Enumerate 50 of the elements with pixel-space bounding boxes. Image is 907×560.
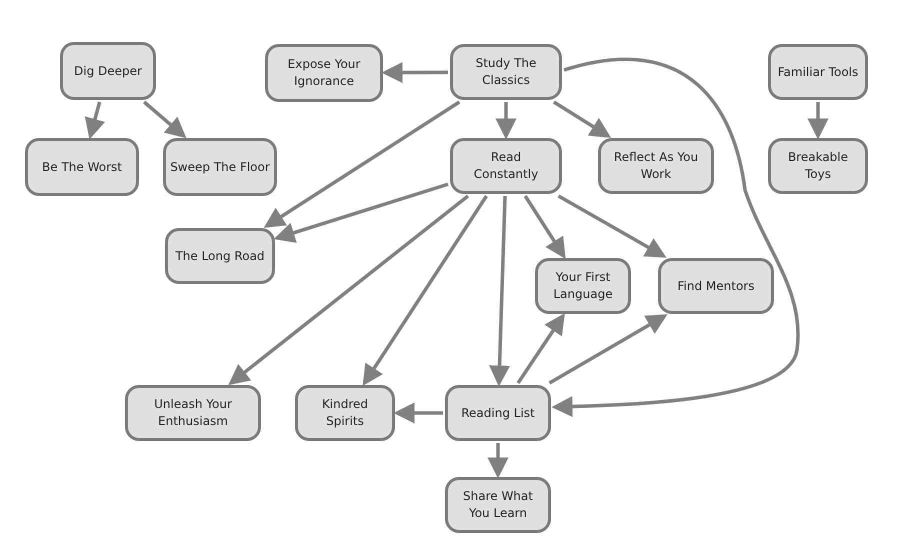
rounded-box	[445, 477, 551, 533]
rounded-box	[768, 138, 868, 194]
rounded-box	[450, 44, 562, 100]
arrow	[84, 102, 106, 140]
node-label: Reading List	[461, 404, 535, 422]
rounded-box	[598, 138, 714, 194]
node-label: Unleash Your Enthusiasm	[153, 396, 233, 430]
node-label: Be The Worst	[42, 158, 122, 176]
node-label: Share What You Learn	[462, 488, 534, 522]
arrow	[548, 314, 668, 385]
arrow	[524, 195, 566, 259]
arrow	[496, 102, 516, 140]
arrow	[488, 443, 508, 478]
node-label: Dig Deeper	[74, 62, 142, 80]
rounded-box	[60, 42, 156, 100]
node-label: Study The Classics	[474, 55, 538, 89]
rounded-box	[265, 44, 383, 102]
arrow	[489, 196, 510, 386]
arrow	[143, 100, 186, 138]
node-label: Kindred Spirits	[320, 396, 370, 430]
node-label: Familiar Tools	[778, 64, 858, 80]
rounded-box	[25, 138, 139, 196]
node-label: Your First Language	[552, 269, 614, 303]
arrow	[516, 313, 565, 384]
rounded-box	[658, 258, 774, 314]
rounded-box	[535, 258, 631, 314]
node-label: The Long Road	[175, 248, 265, 264]
rounded-box	[165, 228, 275, 284]
rounded-box	[450, 138, 562, 194]
rounded-box	[163, 138, 277, 196]
rounded-box	[768, 44, 868, 100]
node-label: Find Mentors	[678, 278, 754, 294]
arrow	[274, 182, 449, 243]
rounded-box	[125, 385, 261, 441]
node-label: Sweep The Floor	[170, 158, 270, 176]
arrow	[362, 195, 488, 386]
arrow	[552, 100, 612, 138]
arrow	[552, 58, 800, 418]
arrow	[228, 194, 470, 386]
arrow	[808, 102, 828, 140]
arrow	[394, 402, 443, 424]
node-label: Read Constantly	[472, 149, 540, 183]
node-label: Reflect As You Work	[612, 149, 700, 183]
arrow	[382, 62, 448, 84]
rounded-box	[445, 385, 551, 441]
arrow	[558, 194, 667, 258]
node-label: Expose Your Ignorance	[286, 56, 362, 90]
rounded-box	[295, 385, 395, 441]
node-label: Breakable Toys	[786, 149, 850, 183]
arrow	[264, 100, 460, 228]
